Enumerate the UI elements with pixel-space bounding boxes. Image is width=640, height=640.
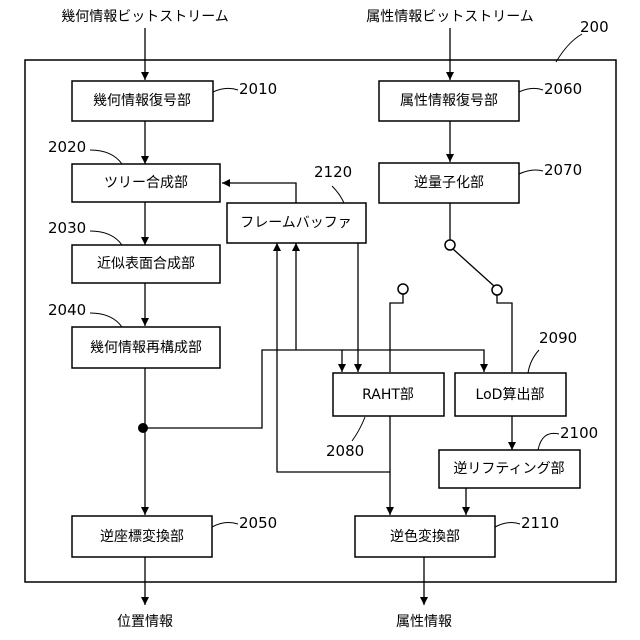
leader-2100	[538, 433, 559, 450]
inverse-coord-transform-label: 逆座標変換部	[100, 528, 184, 545]
line-switch-to-lod	[497, 295, 512, 372]
block-lod-calc: LoD算出部	[455, 373, 566, 416]
leader-2070	[519, 170, 543, 174]
geometry-reconstruction-ref: 2040	[48, 301, 86, 319]
block-tree-synthesis: ツリー合成部	[72, 164, 220, 202]
block-geometry-reconstruction: 幾何情報再構成部	[72, 327, 220, 368]
arrow-fb-to-tree	[222, 183, 296, 203]
inverse-color-transform-label: 逆色変換部	[390, 528, 460, 545]
inverse-lifting-ref: 2100	[560, 424, 598, 442]
approx-surface-synthesis-ref: 2030	[48, 219, 86, 237]
geometry-bitstream-label: 幾何情報ビットストリーム	[61, 9, 229, 25]
leader-2020	[90, 150, 122, 164]
raht-label: RAHT部	[362, 387, 414, 403]
position-info-label: 位置情報	[117, 614, 173, 630]
leader-2040	[90, 313, 122, 327]
block-inverse-quantization: 逆量子化部	[379, 163, 519, 203]
leader-2080	[352, 417, 365, 441]
geometry-decoder-label: 幾何情報復号部	[93, 92, 191, 109]
raht-ref: 2080	[326, 442, 364, 460]
block-approx-surface-synthesis: 近似表面合成部	[72, 245, 220, 283]
leader-2050	[212, 523, 238, 527]
switch-pivot	[445, 240, 455, 250]
leader-2010	[213, 88, 238, 92]
inverse-lifting-label: 逆リフティング部	[453, 461, 564, 477]
switch-terminal-raht	[398, 284, 408, 294]
device-ref-label: 200	[580, 18, 609, 36]
inverse-quantization-ref: 2070	[544, 161, 582, 179]
lod-calc-label: LoD算出部	[476, 387, 545, 403]
geometry-reconstruction-label: 幾何情報再構成部	[90, 340, 202, 356]
lod-calc-ref: 2090	[539, 329, 577, 347]
arrow-geom-to-lod	[342, 350, 484, 372]
frame-buffer-label: フレームバッファ	[240, 215, 352, 231]
arrow-attr-to-fb	[277, 243, 390, 472]
switch-terminal-lod	[492, 285, 502, 295]
leader-2030	[90, 231, 122, 245]
block-inverse-coord-transform: 逆座標変換部	[72, 516, 212, 557]
device-ref-leader	[556, 34, 582, 62]
block-raht: RAHT部	[333, 373, 444, 416]
frame-buffer-ref: 2120	[314, 163, 352, 181]
inverse-coord-transform-ref: 2050	[239, 514, 277, 532]
inverse-color-transform-ref: 2110	[521, 514, 559, 532]
block-attribute-decoder: 属性情報復号部	[379, 81, 519, 121]
leader-2120	[332, 186, 344, 203]
tree-synthesis-ref: 2020	[48, 138, 86, 156]
block-inverse-color-transform: 逆色変換部	[355, 516, 495, 557]
switch-lever	[453, 249, 494, 286]
device-frame	[25, 60, 616, 582]
attribute-info-label: 属性情報	[396, 614, 452, 630]
block-frame-buffer: フレームバッファ	[227, 203, 366, 243]
attribute-decoder-label: 属性情報復号部	[400, 92, 498, 109]
leader-2060	[519, 88, 543, 92]
approx-surface-synthesis-label: 近似表面合成部	[97, 256, 195, 272]
leader-2090	[528, 350, 539, 373]
geometry-decoder-ref: 2010	[239, 80, 277, 98]
block-geometry-decoder: 幾何情報復号部	[72, 81, 213, 121]
line-switch-to-raht	[390, 294, 403, 372]
tree-synthesis-label: ツリー合成部	[104, 175, 188, 191]
leader-2110	[495, 523, 520, 527]
block-inverse-lifting: 逆リフティング部	[439, 450, 580, 488]
attribute-bitstream-label: 属性情報ビットストリーム	[366, 9, 534, 25]
attribute-decoder-ref: 2060	[544, 80, 582, 98]
inverse-quantization-label: 逆量子化部	[414, 175, 484, 191]
